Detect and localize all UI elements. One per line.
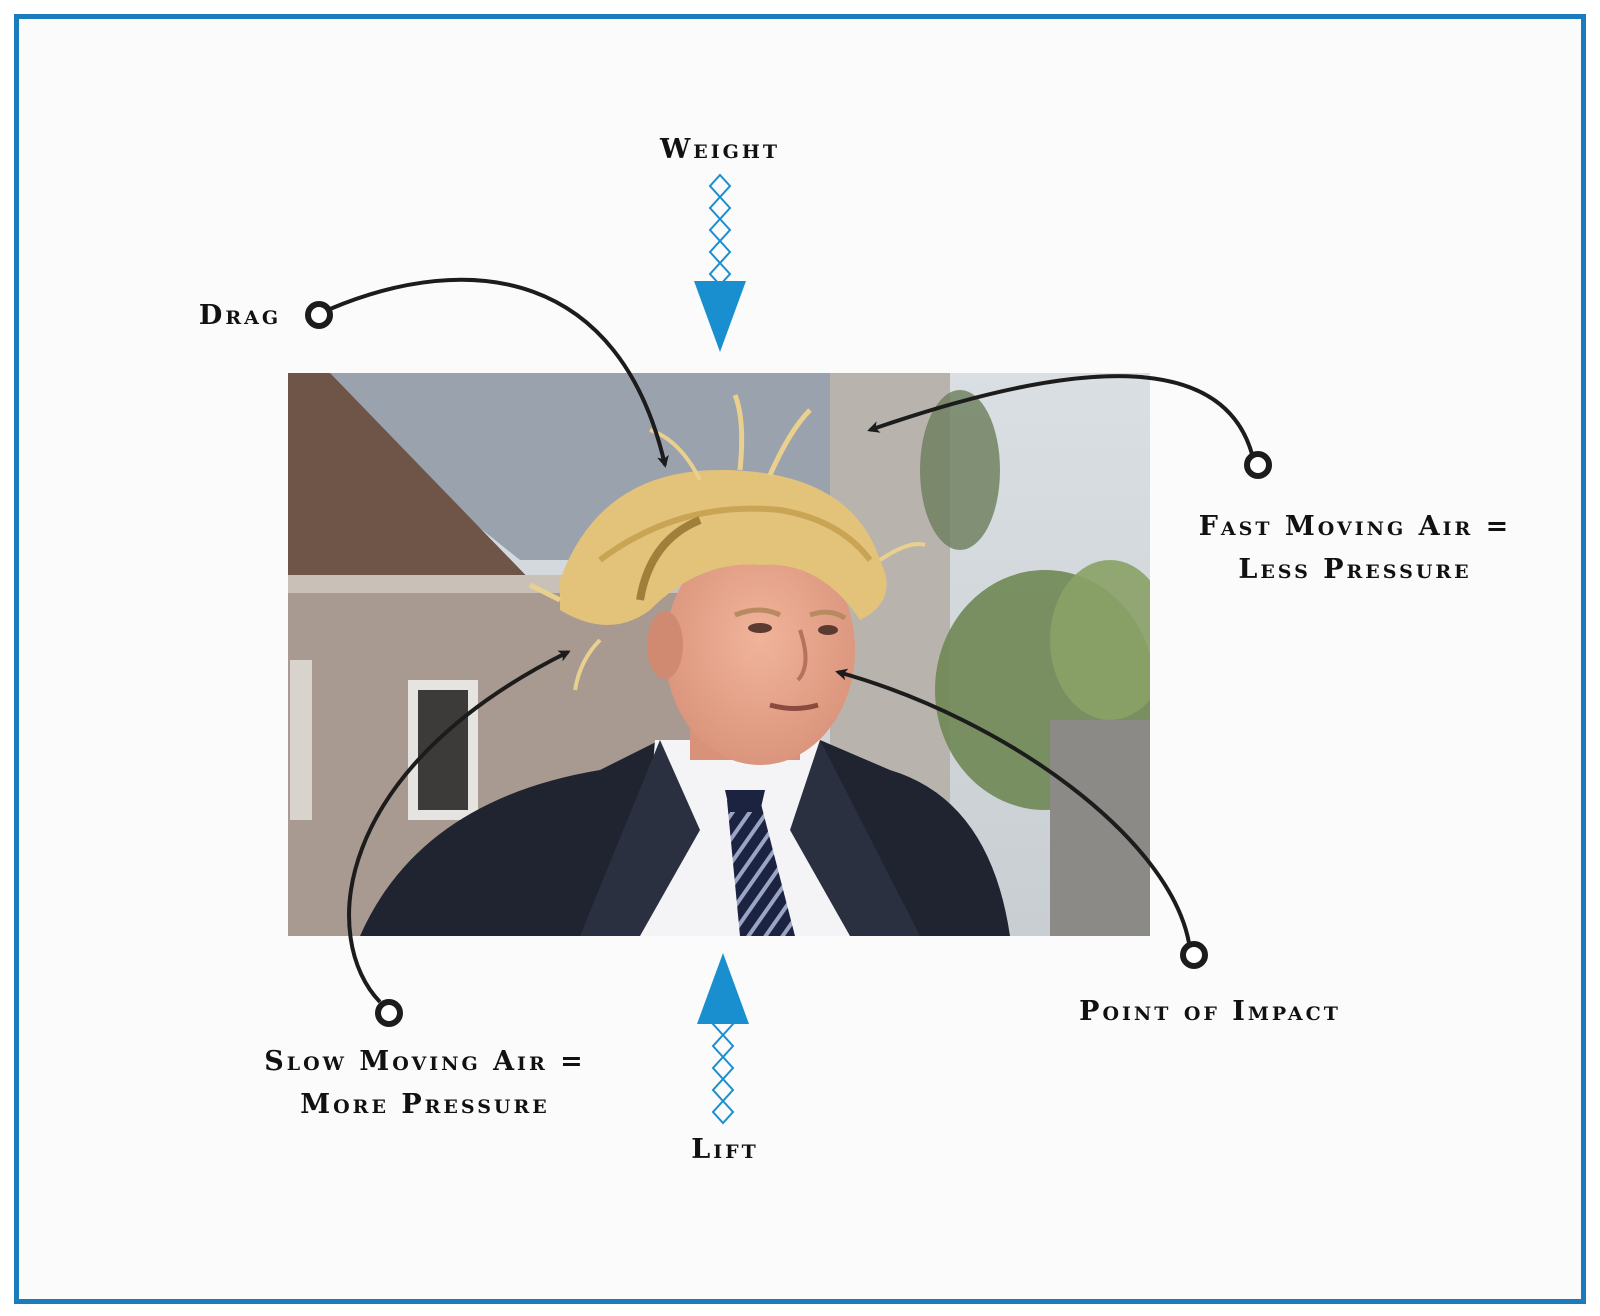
fast-air-label-line-1: Fast Moving Air = [1198, 511, 1512, 542]
slow-air-label-line-2: More Pressure [300, 1089, 550, 1120]
drag-label: Drag [198, 300, 282, 331]
impact-connector [835, 668, 1208, 969]
fast-air-label-line-2: Less Pressure [1238, 554, 1472, 585]
photo [288, 373, 1150, 936]
lift-arrow [697, 953, 749, 1125]
slow-air-connector [347, 650, 571, 1027]
point-of-impact-label: Point of Impact [1079, 996, 1341, 1027]
fast-air-label: Fast Moving Air = Less Pressure [1160, 505, 1550, 591]
slow-air-label-line-1: Slow Moving Air = [264, 1046, 586, 1077]
fast-air-connector [867, 374, 1272, 479]
weight-arrow [694, 173, 746, 352]
drag-connector [305, 277, 669, 468]
weight-label: Weight [659, 134, 780, 165]
lift-label: Lift [691, 1134, 759, 1165]
slow-air-label: Slow Moving Air = More Pressure [225, 1040, 625, 1126]
